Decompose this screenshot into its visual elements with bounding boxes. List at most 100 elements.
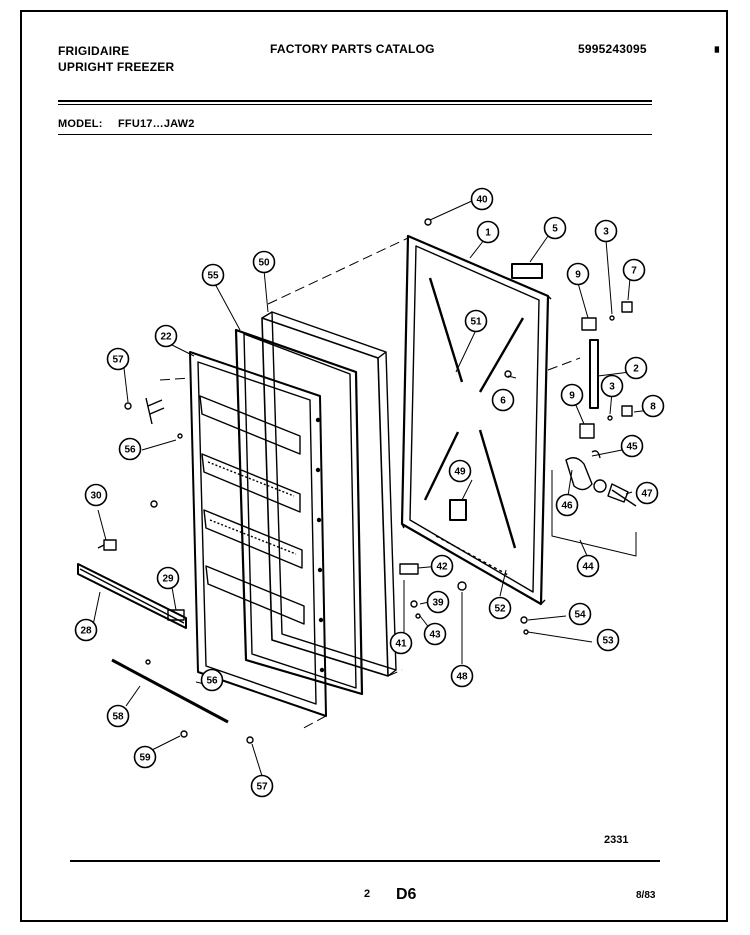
door-gasket (234, 328, 364, 696)
callout-56a: 56 (118, 437, 142, 461)
callout-label: 42 (436, 562, 448, 573)
callout-label: 6 (500, 396, 506, 407)
bracket-30 (97, 539, 117, 551)
label-5 (511, 263, 543, 279)
callout-circle (154, 324, 178, 348)
hinge-42 (399, 563, 419, 575)
corner-mark: ▖ (715, 42, 723, 53)
callout-label: 54 (574, 610, 586, 621)
section-code: D6 (396, 886, 417, 903)
callout-label: 46 (561, 501, 573, 512)
callout-circle (568, 602, 592, 626)
callout-circle (622, 258, 646, 282)
callout-56b: 56 (200, 668, 224, 692)
callout-47: 47 (635, 481, 659, 505)
bar-58 (111, 658, 229, 724)
callout-52: 52 (488, 596, 512, 620)
callout-label: 47 (641, 489, 653, 500)
page-border (20, 10, 728, 922)
callout-label: 55 (207, 271, 219, 282)
callout-55: 55 (201, 263, 225, 287)
callout-label: 44 (582, 562, 594, 573)
callout-label: 57 (112, 355, 124, 366)
header-rule-top (58, 100, 652, 102)
callout-label: 43 (429, 630, 441, 641)
handle-mount-9a (581, 317, 597, 331)
callout-40: 40 (470, 187, 494, 211)
callout-label: 2 (633, 364, 639, 375)
callout-circle (464, 309, 488, 333)
callout-59: 59 (133, 745, 157, 769)
callout-circle (594, 219, 618, 243)
header-rule-bottom (58, 134, 652, 135)
callout-circle (423, 622, 447, 646)
callout-6: 6 (491, 388, 515, 412)
callout-label: 39 (432, 598, 444, 609)
callout-9b: 9 (560, 383, 584, 407)
callout-41: 41 (389, 631, 413, 655)
callout-50: 50 (252, 250, 276, 274)
callout-28: 28 (74, 618, 98, 642)
callout-label: 30 (90, 491, 102, 502)
model-value: FFU17…JAW2 (118, 118, 195, 130)
callout-circle (156, 566, 180, 590)
callout-label: 9 (569, 391, 575, 402)
callout-46: 46 (555, 493, 579, 517)
kickplate-28 (77, 563, 187, 629)
callout-circle (576, 554, 600, 578)
callout-label: 1 (485, 228, 491, 239)
callout-circle (118, 437, 142, 461)
callout-circle (250, 774, 274, 798)
header-rule-top-thin (58, 104, 652, 105)
page-number: 2 (364, 888, 371, 900)
callout-circle (252, 250, 276, 274)
callout-circle (106, 347, 130, 371)
callout-circle (470, 187, 494, 211)
product-type: UPRIGHT FREEZER (58, 60, 175, 74)
alignment-lines (159, 237, 581, 731)
callout-2: 2 (624, 356, 648, 380)
callout-label: 7 (631, 266, 637, 277)
callout-circle (106, 704, 130, 728)
callout-label: 50 (258, 258, 270, 269)
cap-7 (621, 301, 633, 313)
callout-circle (133, 745, 157, 769)
callout-label: 48 (456, 672, 468, 683)
callout-circle (426, 590, 450, 614)
callout-circle (635, 481, 659, 505)
callout-39: 39 (426, 590, 450, 614)
callout-label: 28 (80, 626, 92, 637)
callout-54: 54 (568, 602, 592, 626)
callout-circle (74, 618, 98, 642)
callout-circle (555, 493, 579, 517)
callout-45: 45 (620, 434, 644, 458)
brand-name: FRIGIDAIRE (58, 44, 130, 58)
callout-49: 49 (448, 459, 472, 483)
callout-label: 22 (160, 332, 172, 343)
callout-circle (491, 388, 515, 412)
callout-circle (566, 262, 590, 286)
callout-57b: 57 (250, 774, 274, 798)
callout-3a: 3 (594, 219, 618, 243)
callout-label: 5 (552, 224, 558, 235)
callout-label: 58 (112, 712, 124, 723)
callout-9a: 9 (566, 262, 590, 286)
callout-3b: 3 (600, 374, 624, 398)
callout-label: 45 (626, 442, 638, 453)
callout-circle (201, 263, 225, 287)
handle-mount-9b (579, 423, 595, 439)
callout-label: 41 (395, 639, 407, 650)
callout-label: 56 (124, 445, 136, 456)
catalog-title: FACTORY PARTS CATALOG (270, 42, 435, 56)
inner-door-liner (189, 351, 327, 717)
handle-2 (589, 339, 599, 409)
callout-circle (543, 216, 567, 240)
callout-circle (596, 628, 620, 652)
lock-assembly (565, 450, 637, 507)
callout-29: 29 (156, 566, 180, 590)
callout-22: 22 (154, 324, 178, 348)
callout-48: 48 (450, 664, 474, 688)
callout-57a: 57 (106, 347, 130, 371)
strike-44-line (551, 470, 637, 557)
callout-51: 51 (464, 309, 488, 333)
